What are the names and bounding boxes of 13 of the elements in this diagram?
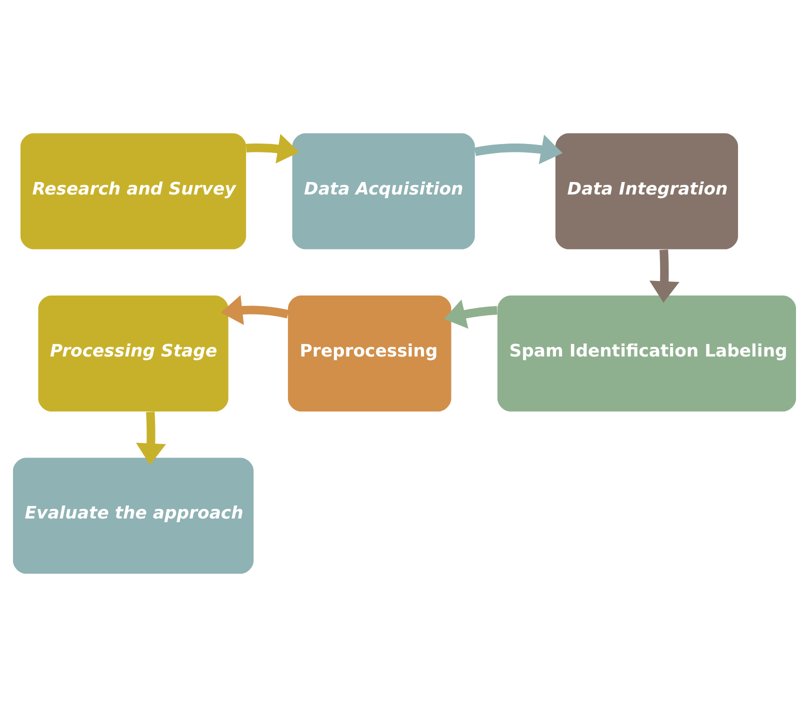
node-box: Research and Survey	[20, 132, 246, 249]
arrow	[649, 248, 680, 302]
node-box: Data Integration	[555, 132, 738, 249]
node-box: Spam Identification Labeling	[497, 295, 796, 411]
node-box: Preprocessing	[288, 295, 452, 411]
arrow	[246, 133, 300, 164]
arrow	[474, 134, 563, 164]
node-box: Evaluate the approach	[12, 457, 254, 574]
node-box: Processing Stage	[38, 295, 228, 411]
arrow	[136, 411, 166, 464]
arrow	[444, 299, 498, 328]
node-box: Data Acquisition	[292, 132, 475, 249]
arrow	[220, 294, 289, 325]
